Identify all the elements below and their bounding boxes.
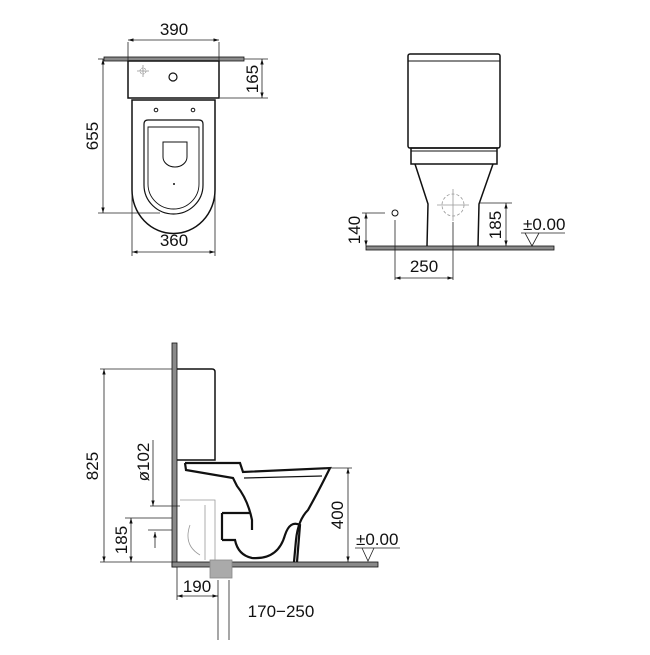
bowl-outline <box>131 99 216 235</box>
dim-side-outlet-height: 185 <box>112 526 131 554</box>
front-view: 140 185 ±0.00 250 <box>345 53 565 280</box>
bowl-side <box>185 461 332 563</box>
seat-inner <box>147 126 200 210</box>
inlet-mark-icon <box>137 65 149 77</box>
outlet-mark-icon <box>437 189 469 221</box>
side-floor-level-label: ±0.00 <box>356 530 398 549</box>
dim-inlet-offset: 250 <box>410 257 438 276</box>
hinge-hole <box>153 107 159 113</box>
flush-button-icon <box>168 72 178 82</box>
cistern-side <box>177 368 216 461</box>
dim-outlet-range: 170−250 <box>248 602 315 621</box>
cistern-front <box>407 53 501 149</box>
dim-outlet-diameter: ø102 <box>134 443 153 482</box>
dim-width-top: 390 <box>160 20 188 39</box>
floor-level-label: ±0.00 <box>523 215 565 234</box>
dim-wall-to-outlet: 190 <box>183 577 211 596</box>
dim-seat-height: 400 <box>328 501 347 529</box>
dim-total-depth: 655 <box>83 122 102 150</box>
pedestal <box>414 163 494 247</box>
floor <box>171 561 379 568</box>
bowl-opening <box>162 141 188 168</box>
top-view: 390 165 655 360 <box>83 20 268 256</box>
floor-slab <box>365 245 555 251</box>
side-level-marker-icon <box>361 547 375 562</box>
dim-bowl-width: 360 <box>160 231 188 250</box>
outlet-connector <box>180 499 233 579</box>
cistern-top <box>127 60 220 99</box>
side-view: 825 ø102 185 400 ±0.00 190 170−250 <box>83 342 400 640</box>
wall <box>171 342 178 568</box>
level-marker-icon <box>524 232 540 247</box>
hinge-hole <box>190 107 196 113</box>
dim-cistern-depth: 165 <box>243 65 262 93</box>
water-inlet-icon <box>391 209 399 217</box>
dim-total-height: 825 <box>83 452 102 480</box>
dim-inlet-height: 140 <box>345 216 364 244</box>
seat-outer <box>143 119 204 215</box>
seat-band <box>410 147 498 165</box>
dim-outlet-height: 185 <box>486 211 505 239</box>
